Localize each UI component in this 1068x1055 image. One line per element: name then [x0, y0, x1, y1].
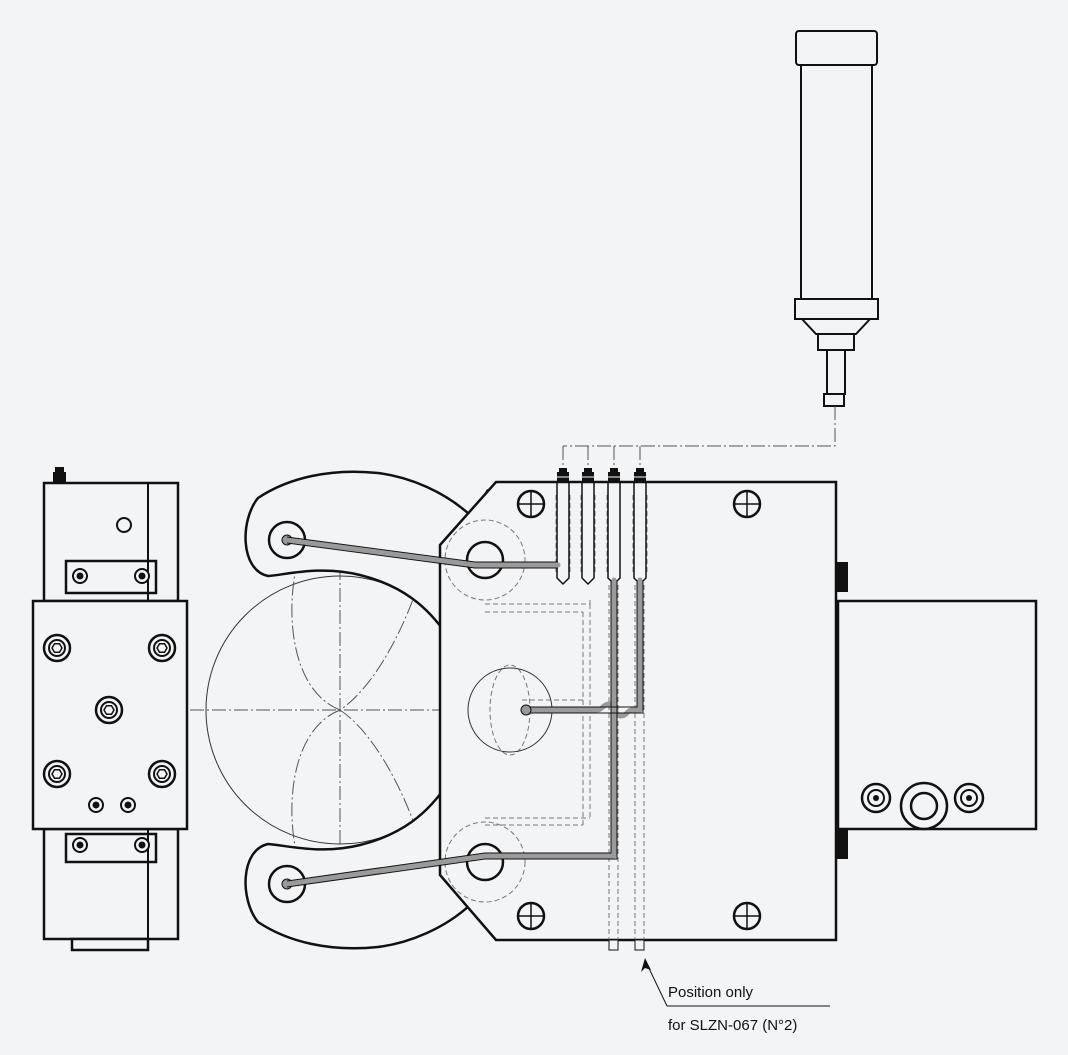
- annotation-line-2: for SLZN-067 (N°2): [668, 1017, 797, 1034]
- pivot-bore-lower: [465, 842, 505, 882]
- annotation-line-1: Position only: [668, 984, 754, 1001]
- pivot-bore-upper: [465, 540, 505, 580]
- lubrication-line-outlines: [286, 536, 644, 888]
- lubrication-lines: [284, 537, 643, 887]
- distribution-centerline: [562, 406, 836, 468]
- side-view: [31, 467, 189, 952]
- annotation-leader: [641, 958, 830, 1007]
- bottom-outlets: [608, 939, 645, 951]
- grease-cartridge: [794, 30, 879, 407]
- right-block-ports: [860, 781, 985, 831]
